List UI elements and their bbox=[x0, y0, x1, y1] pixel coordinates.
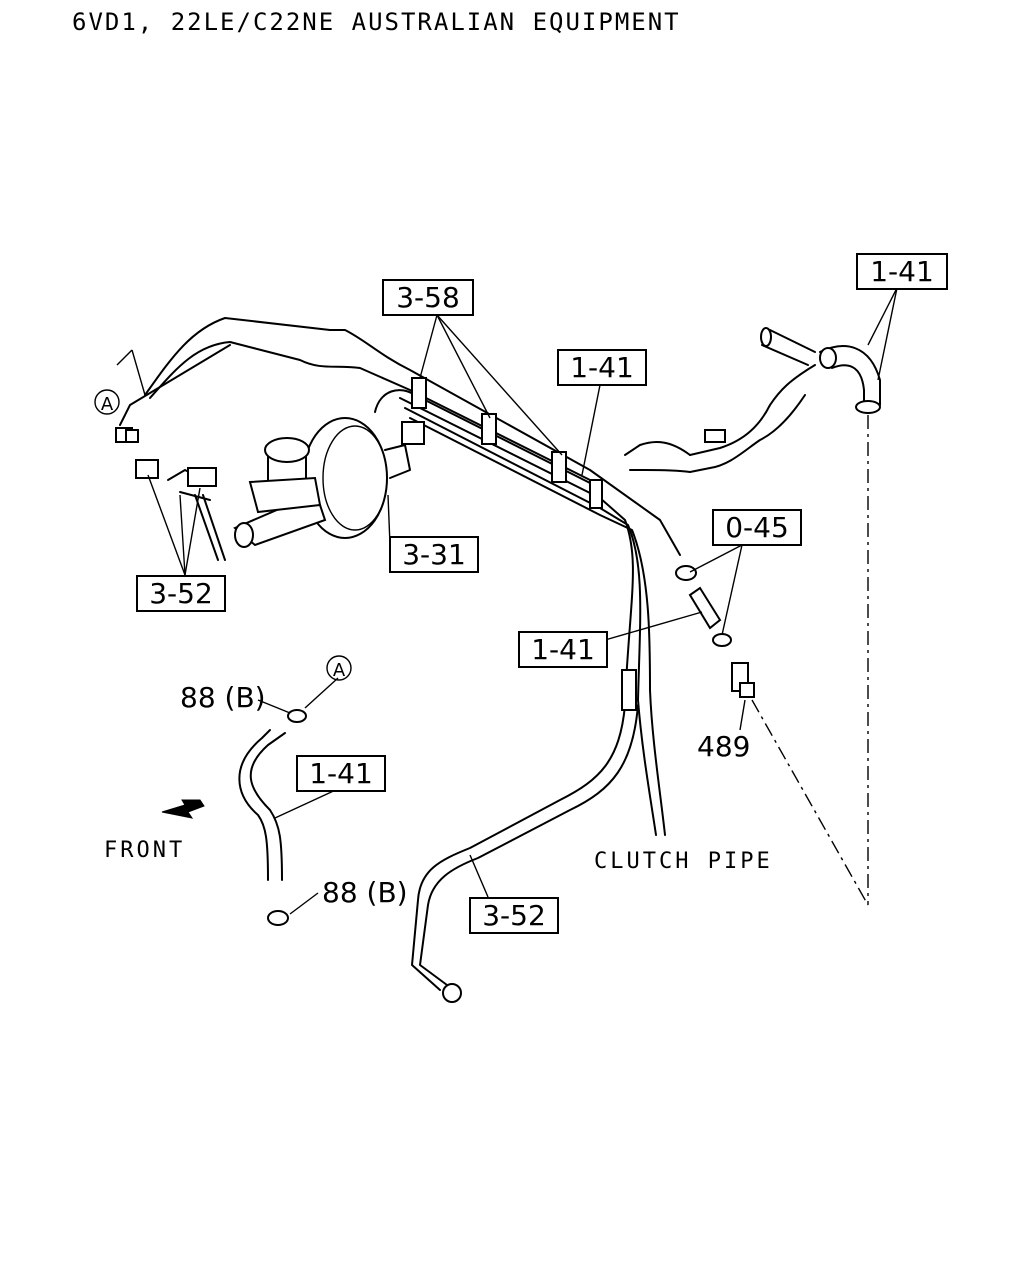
callout-1-41-hose: 1-41 bbox=[296, 755, 386, 792]
lower-left-hose bbox=[238, 709, 307, 926]
upper-right-hose bbox=[624, 327, 881, 473]
ref-circle-a-bottom: A bbox=[326, 655, 352, 681]
label-489: 489 bbox=[697, 730, 750, 763]
callout-3-31: 3-31 bbox=[389, 536, 479, 573]
clutch-pipe-lower bbox=[411, 669, 666, 1003]
brake-booster bbox=[302, 417, 425, 539]
label-1-41-mid: 1-41 bbox=[570, 351, 634, 384]
callout-1-41-mid: 1-41 bbox=[557, 349, 647, 386]
valve-fittings bbox=[135, 459, 226, 561]
callout-1-41-lower: 1-41 bbox=[518, 631, 608, 668]
callout-0-45: 0-45 bbox=[712, 509, 802, 546]
label-3-31: 3-31 bbox=[402, 538, 466, 571]
callout-1-41-top-right: 1-41 bbox=[856, 253, 948, 290]
callout-3-52-left: 3-52 bbox=[136, 575, 226, 612]
label-3-58: 3-58 bbox=[396, 281, 460, 314]
label-1-41-lower: 1-41 bbox=[531, 633, 595, 666]
diagram-title: 6VD1, 22LE/C22NE AUSTRALIAN EQUIPMENT bbox=[72, 8, 681, 36]
label-0-45: 0-45 bbox=[725, 511, 789, 544]
leader-lines bbox=[116, 287, 898, 915]
dash-dot-lines bbox=[751, 415, 869, 906]
brake-pipe-bundle bbox=[115, 317, 681, 701]
svg-text:A: A bbox=[101, 394, 114, 415]
label-88b-bottom: 88 (B) bbox=[322, 876, 408, 909]
label-3-52-left: 3-52 bbox=[149, 577, 213, 610]
callout-3-52-bottom: 3-52 bbox=[469, 897, 559, 934]
front-arrow-icon bbox=[161, 799, 205, 819]
label-1-41-top-right: 1-41 bbox=[870, 255, 934, 288]
label-88b-top: 88 (B) bbox=[180, 681, 266, 714]
ref-circle-a-top: A bbox=[94, 389, 120, 415]
label-front: FRONT bbox=[104, 838, 185, 863]
callout-3-58: 3-58 bbox=[382, 279, 474, 316]
vacuum-hose-assembly bbox=[675, 565, 755, 698]
label-clutch-pipe: CLUTCH PIPE bbox=[594, 849, 773, 874]
label-3-52-bottom: 3-52 bbox=[482, 899, 546, 932]
label-1-41-hose: 1-41 bbox=[309, 757, 373, 790]
master-cylinder bbox=[233, 437, 327, 548]
svg-text:A: A bbox=[333, 660, 346, 681]
